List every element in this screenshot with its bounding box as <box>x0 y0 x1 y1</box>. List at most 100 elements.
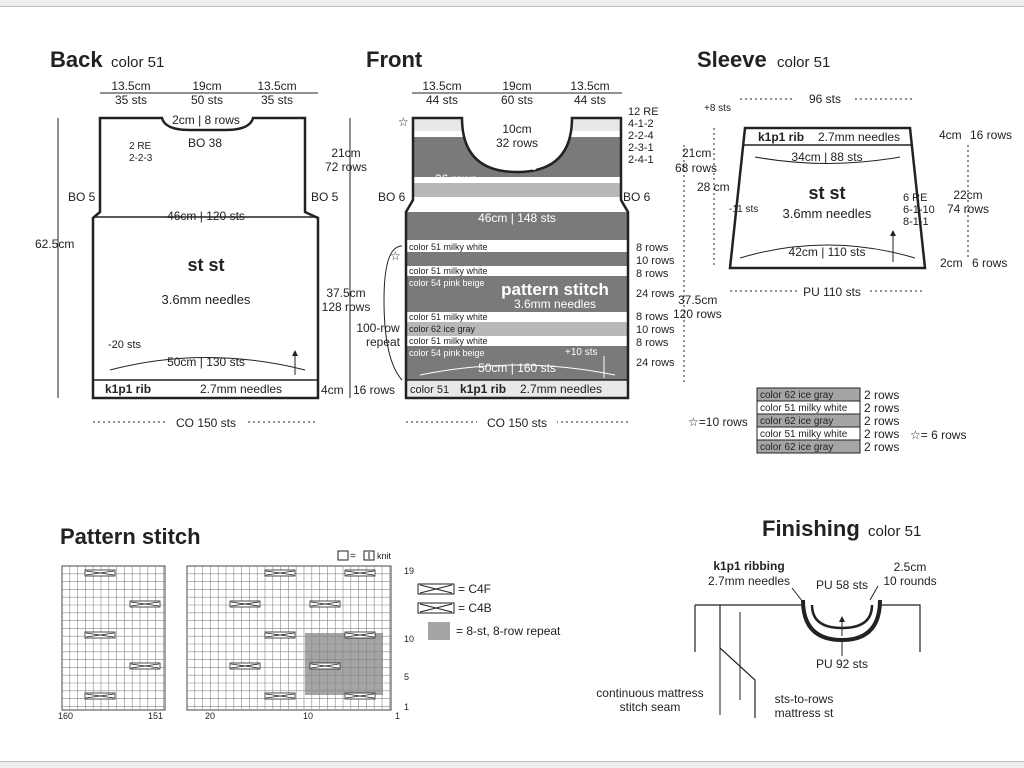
sleeve-rib-needles: 2.7mm needles <box>818 130 900 144</box>
sleeve-height-upper-cm: 21cm <box>682 146 711 160</box>
front-hem-width: 50cm | 160 sts <box>478 361 556 375</box>
stripe-legend-label: color 62 ice gray <box>760 416 833 427</box>
front-yoke-rows: 36 rows <box>435 172 477 186</box>
chart-row-19: 19 <box>404 566 414 576</box>
finishing-seam-2: stitch seam <box>620 700 681 714</box>
back-width-sts-right: 35 sts <box>261 93 293 107</box>
back-total-height: 62.5cm <box>35 237 74 251</box>
front-star-mid: ☆ <box>390 249 401 263</box>
front-bo-left: BO 6 <box>378 190 406 204</box>
front-stripe-label-1: color 51 milky white <box>409 242 488 252</box>
front-panel: Front 13.5cm 19cm 13.5cm 44 sts 60 sts 4… <box>356 47 675 430</box>
front-rib-color: color 51 <box>410 384 449 396</box>
back-panel: Back color 51 13.5cm 19cm 13.5cm 35 sts … <box>35 47 395 430</box>
sleeve-outline <box>728 126 927 270</box>
pattern-chart: Pattern stitch = knit 19 10 5 1 160 151 … <box>58 524 561 721</box>
front-bo-right: BO 6 <box>623 190 651 204</box>
sleeve-panel: Sleeve color 51 96 sts +8 sts k1p1 rib 2… <box>673 47 1012 385</box>
window-top-bar <box>0 0 1024 7</box>
front-needles: 3.6mm needles <box>514 297 596 311</box>
legend-c4b: = C4B <box>458 601 492 615</box>
knit-key-box <box>337 550 349 561</box>
stripe-legend-rows: 2 rows <box>864 440 899 454</box>
back-yoke-height-rows: 72 rows <box>325 160 367 174</box>
finishing-height-cm: 2.5cm <box>894 560 927 574</box>
back-width-cm-mid: 19cm <box>192 79 221 93</box>
sleeve-rib-height-cm: 4cm <box>939 128 962 142</box>
sleeve-rib: k1p1 rib <box>758 130 804 144</box>
front-title: Front <box>366 47 423 72</box>
sleeve-shaping-1: 6 RE <box>903 192 927 204</box>
cable-cross <box>85 632 115 638</box>
stripe-legend-label: color 51 milky white <box>760 429 848 440</box>
stripe-legend-rows: 2 rows <box>864 388 899 402</box>
back-armhole-width: 46cm | 120 sts <box>167 209 245 223</box>
front-rib: k1p1 rib <box>460 382 506 396</box>
sleeve-height-lower-cm: 37.5cm <box>678 293 717 307</box>
front-stripe-label-6: color 62 ice gray <box>409 324 476 334</box>
finishing-panel: Finishing color 51 k1p1 ribbing 2.7mm ne… <box>596 516 936 720</box>
finishing-seam-1: continuous mattress <box>596 686 703 700</box>
sleeve-dec: -11 sts <box>729 204 758 215</box>
finishing-title: Finishing <box>762 516 860 541</box>
front-repeat-1: 100-row <box>356 321 400 335</box>
back-outline <box>91 116 320 400</box>
sleeve-height-mid: 28 cm <box>697 180 730 194</box>
back-rib-needles: 2.7mm needles <box>200 382 282 396</box>
back-body-height-cm: 37.5cm <box>326 286 365 300</box>
front-neck-dec-4: 2-3-1 <box>628 142 654 154</box>
sleeve-pick-up: PU 110 sts <box>803 285 861 299</box>
stripe-legend-rows: 2 rows <box>864 401 899 415</box>
back-color: color 51 <box>111 54 164 71</box>
stripe-legend-right: ☆= 6 rows <box>910 428 966 442</box>
front-stripe-rows-4: 24 rows <box>636 288 675 300</box>
sleeve-needles: 3.6mm needles <box>783 206 872 221</box>
c4f-icon <box>419 584 453 594</box>
finishing-rib-needles: 2.7mm needles <box>708 574 790 588</box>
front-repeat-2: repeat <box>366 335 401 349</box>
cable-cross <box>345 693 375 699</box>
stripe-legend-rows: 2 rows <box>864 427 899 441</box>
back-dec: -20 sts <box>108 339 142 351</box>
cable-cross <box>230 601 260 607</box>
repeat-key-box <box>428 622 450 640</box>
finishing-color: color 51 <box>868 523 921 540</box>
chart-block-frame <box>61 565 166 711</box>
front-width-sts-mid: 60 sts <box>501 93 533 107</box>
front-stripe-rows-3: 8 rows <box>636 268 669 280</box>
front-pattern: pattern stitch <box>501 280 609 299</box>
front-stripe-rows-2: 10 rows <box>636 255 675 267</box>
front-stripe-label-8: color 54 pink beige <box>409 348 485 358</box>
finishing-rib-leader <box>791 587 804 603</box>
cable-cross <box>230 663 260 669</box>
front-width-cm-right: 13.5cm <box>570 79 609 93</box>
chart-row-5: 5 <box>404 672 409 682</box>
sleeve-pu-bg <box>797 283 867 299</box>
sleeve-height-upper-rows: 68 rows <box>675 161 717 175</box>
front-rib-needles: 2.7mm needles <box>520 382 602 396</box>
finishing-height-leader <box>869 585 879 601</box>
stripe-legend-label: color 62 ice gray <box>760 442 833 453</box>
sleeve-stitch: st st <box>808 183 845 203</box>
stripe-legend-rows: 2 rows <box>864 414 899 428</box>
chart-col-1: 1 <box>395 711 400 721</box>
cable-cross <box>85 570 115 576</box>
front-neck-dec-5: 2-4-1 <box>628 154 654 166</box>
front-stripe-label-7: color 51 milky white <box>409 336 488 346</box>
sleeve-bottom-height-cm: 2cm <box>940 256 963 270</box>
stripe-legend-left: ☆=10 rows <box>688 415 748 429</box>
sleeve-lower-width: 42cm | 110 sts <box>789 245 866 259</box>
cable-cross <box>85 693 115 699</box>
back-bo-right: BO 5 <box>311 190 339 204</box>
finishing-sleeve-seam <box>719 605 756 718</box>
cable-cross <box>310 601 340 607</box>
front-neck-dec-1: 12 RE <box>628 106 659 118</box>
stripe-legend: color 62 ice gray 2 rows color 51 milky wh… <box>688 387 966 454</box>
front-star-top: ☆ <box>398 115 409 129</box>
chart-row-10: 10 <box>404 634 414 644</box>
sleeve-top-sts: 96 sts <box>809 92 841 106</box>
front-stripe-label-4: color 54 pink beige <box>409 278 485 288</box>
sleeve-upper-curve <box>754 156 901 164</box>
chart-cables <box>84 569 376 700</box>
finishing-seam2-1: sts-to-rows <box>775 692 834 706</box>
